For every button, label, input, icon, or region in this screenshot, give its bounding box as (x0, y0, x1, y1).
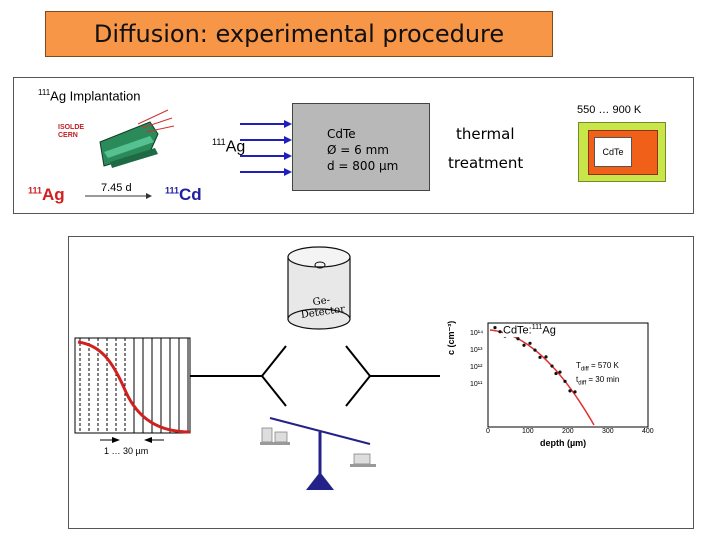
implantation-panel (13, 77, 694, 214)
sample-diameter: Ø = 6 mm (327, 143, 389, 157)
oven-sample: CdTe (594, 137, 632, 167)
page-title: Diffusion: experimental procedure (45, 11, 553, 57)
sample-thickness: d = 800 µm (327, 159, 399, 173)
sample-specs: CdTe Ø = 6 mm d = 800 µm (292, 103, 430, 191)
profile-point (544, 355, 548, 359)
decay-parent: 111Ag (28, 185, 65, 204)
profile-point (558, 370, 562, 374)
decay-arrow (85, 193, 152, 199)
sectioning-layers-icon (74, 337, 191, 443)
profile-point (498, 330, 502, 334)
beam-label: 111Ag (212, 137, 246, 156)
beam-arrows (240, 120, 292, 176)
treatment-line2: treatment (448, 154, 524, 172)
implantation-label: 111Ag Implantation (38, 88, 141, 104)
balance-scale-icon (260, 417, 376, 490)
depth-profile-plot (487, 322, 649, 428)
profile-point (573, 390, 577, 394)
profile-point (516, 337, 520, 341)
half-life: 7.45 d (101, 182, 132, 194)
isolde-beamline-icon (99, 109, 175, 168)
temperature-range: 550 … 900 K (575, 104, 644, 116)
decay-daughter: 111Cd (165, 185, 202, 204)
plot-ylabel: c (cm⁻³) (446, 320, 456, 355)
plot-diffusion-params: Tdiff = 570 K tdiff = 30 min (576, 361, 620, 387)
profile-point (550, 364, 554, 368)
plot-xlabel: depth (µm) (540, 438, 587, 448)
profile-point (493, 326, 497, 330)
profile-point (568, 389, 572, 393)
treatment-line1: thermal (456, 125, 515, 143)
isolde-label: ISOLDE CERN (58, 124, 85, 139)
plot-xticks: 0 100 200 300 400 (486, 428, 654, 435)
plot-sample-label: CdTe:111Ag (503, 324, 556, 337)
section-step: 1 … 30 µm (104, 446, 149, 456)
sample-material: CdTe (327, 127, 356, 141)
measurement-panel (68, 236, 694, 529)
profile-point (533, 348, 537, 352)
profile-point (522, 343, 526, 347)
profile-point (563, 379, 567, 383)
profile-point (528, 341, 532, 345)
profile-point (538, 355, 542, 359)
ge-detector-icon (287, 246, 351, 330)
connector-lines (190, 345, 440, 407)
plot-yticks: 10¹⁴ 10¹³ 10¹² 10¹¹ (470, 330, 484, 388)
profile-point (554, 371, 558, 376)
